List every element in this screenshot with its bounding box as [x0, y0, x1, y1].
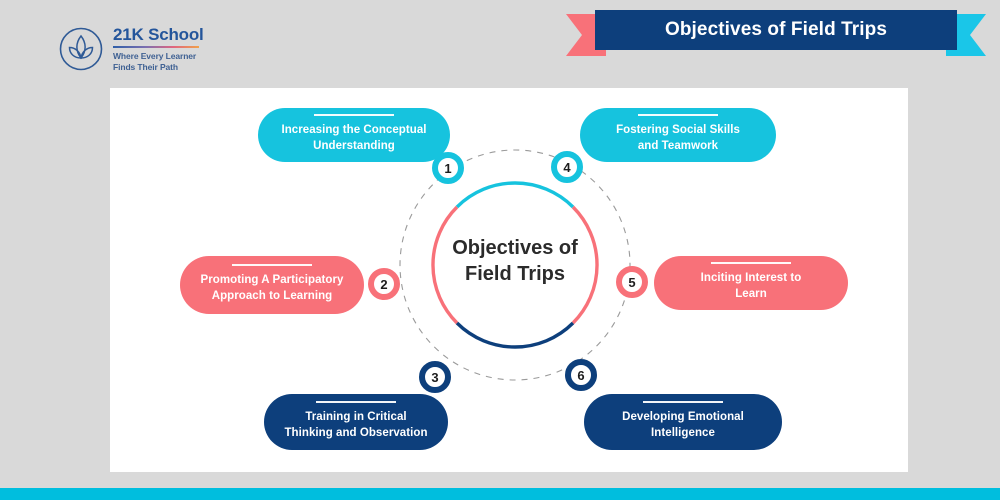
objective-label-1: Increasing the Conceptual Understanding	[281, 123, 426, 154]
pill-rule	[638, 114, 718, 117]
dashed-guide-circle	[399, 149, 631, 381]
pill-rule	[711, 262, 791, 265]
objective-pill-4[interactable]: Fostering Social Skills and Teamwork	[580, 108, 776, 162]
objective-pill-6[interactable]: Developing Emotional Intelligence	[584, 394, 782, 450]
objective-label-3: Training in Critical Thinking and Observ…	[284, 410, 427, 441]
objective-pill-2[interactable]: Promoting A Participatory Approach to Le…	[180, 256, 364, 314]
objective-badge-6[interactable]: 6	[565, 359, 597, 391]
objective-label-4: Fostering Social Skills and Teamwork	[616, 123, 740, 154]
pill-rule	[316, 401, 396, 404]
objective-badge-5[interactable]: 5	[616, 266, 648, 298]
page-title: Objectives of Field Trips	[664, 19, 888, 40]
objective-pill-5[interactable]: Inciting Interest to Learn	[654, 256, 848, 310]
pill-rule	[314, 114, 394, 117]
brand-tagline-line1: Where Every Learner	[113, 50, 197, 61]
brand-logo-block: 21K School Where Every Learner Finds The…	[58, 24, 204, 73]
objective-label-2-line1: Promoting A Participatory	[200, 274, 344, 287]
objective-badge-2[interactable]: 2	[368, 268, 400, 300]
title-ribbon: Objectives of Field Trips	[566, 10, 986, 56]
pill-rule	[232, 264, 312, 267]
objective-label-6: Developing Emotional Intelligence	[622, 410, 744, 441]
brand-tagline-line2: Finds Their Path	[113, 62, 178, 73]
ring-arc-navy-left	[455, 321, 516, 349]
objective-badge-1[interactable]: 1	[432, 152, 464, 184]
objective-label-5: Inciting Interest to Learn	[701, 271, 802, 302]
brand-gradient-rule	[113, 45, 199, 48]
brand-text-block: 21K School Where Every Learner Finds The…	[113, 24, 204, 73]
objective-label-2-line2: Approach to Learning	[211, 289, 333, 302]
objective-label-4-line2: and Teamwork	[637, 139, 719, 152]
center-label-line1: Objectives of	[452, 237, 578, 259]
ring-arc-cyan-left	[455, 181, 516, 209]
objective-label-1-line2: Understanding	[313, 139, 395, 152]
ring-arc-coral-left	[431, 205, 459, 325]
objective-label-4-line1: Fostering Social Skills	[616, 124, 740, 137]
objective-label-2: Promoting A Participatory Approach to Le…	[201, 273, 344, 304]
objective-label-6-line2: Intelligence	[651, 426, 715, 439]
concentric-ring-graphic	[399, 149, 631, 381]
pill-rule	[643, 401, 723, 404]
objective-label-5-line2: Learn	[735, 287, 767, 300]
center-label: Objectives of Field Trips	[425, 236, 605, 287]
objective-badge-3[interactable]: 3	[419, 361, 451, 393]
objective-pill-3[interactable]: Training in Critical Thinking and Observ…	[264, 394, 448, 450]
objective-label-1-line1: Increasing the Conceptual	[281, 124, 427, 137]
ring-arc-navy-right	[514, 321, 575, 349]
objective-label-3-line2: Thinking and Observation	[284, 426, 428, 439]
brand-tagline: Where Every Learner Finds Their Path	[113, 51, 204, 73]
ring-arc-coral-right	[571, 205, 599, 325]
objective-label-3-line1: Training in Critical	[305, 411, 407, 424]
center-label-line2: Field Trips	[464, 262, 566, 285]
objective-label-6-line1: Developing Emotional	[622, 411, 744, 424]
ribbon-body: Objectives of Field Trips	[595, 10, 957, 50]
objective-label-5-line1: Inciting Interest to	[700, 272, 802, 285]
footer-accent-bar	[0, 488, 1000, 500]
objective-badge-4[interactable]: 4	[551, 151, 583, 183]
ring-arc-cyan-right	[514, 181, 575, 209]
brand-name: 21K School	[113, 25, 204, 44]
lotus-circle-icon	[59, 27, 103, 70]
objective-pill-1[interactable]: Increasing the Conceptual Understanding	[258, 108, 450, 162]
